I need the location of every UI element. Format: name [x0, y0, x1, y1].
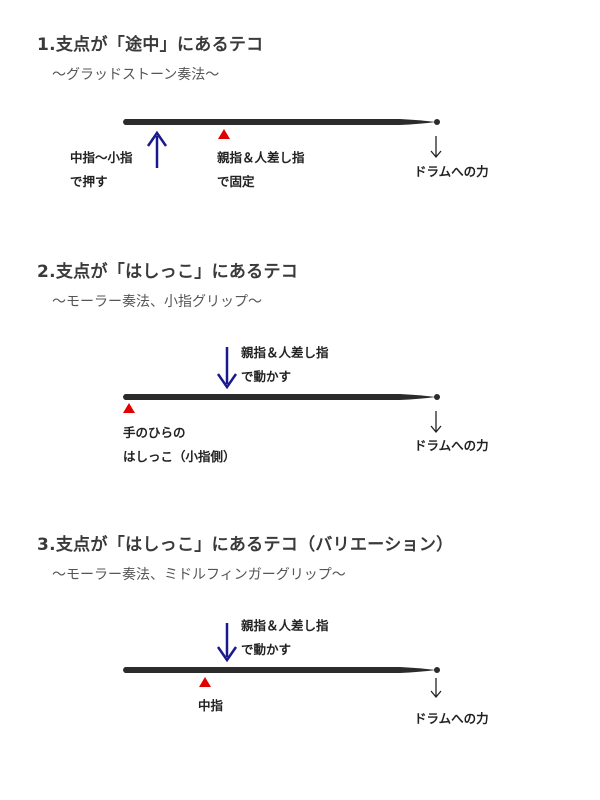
fulcrum-label-line-1: 中指 — [198, 698, 224, 713]
fulcrum-label: 手のひらの はしっこ（小指側） — [123, 421, 236, 469]
fulcrum-label-line-1: 親指＆人差し指 — [217, 150, 305, 165]
drumstick — [123, 119, 440, 125]
fulcrum-label-line-2: はしっこ（小指側） — [123, 449, 236, 464]
effort-label-line-1: 中指～小指 — [70, 150, 133, 165]
load-label: ドラムへの力 — [414, 164, 489, 179]
fulcrum-label-line-1: 手のひらの — [123, 425, 186, 440]
section-3-title: 3.支点が「はしっこ」にあるテコ（バリエーション） — [37, 535, 454, 555]
effort-label-line-1: 親指＆人差し指 — [241, 345, 329, 360]
lever-section-2: 2.支点が「はしっこ」にあるテコ ～モーラー奏法、小指グリップ～ 親指＆人差し指… — [0, 257, 600, 517]
load-label: ドラムへの力 — [414, 438, 489, 453]
load-arrow-down-icon — [430, 411, 442, 434]
lever-section-1: 1.支点が「途中」にあるテコ ～グラッドストーン奏法～ 中指～小指 で押す 親指… — [0, 30, 600, 290]
effort-label-line-2: で動かす — [241, 369, 292, 384]
drumstick — [123, 667, 440, 673]
effort-label-line-1: 親指＆人差し指 — [241, 618, 329, 633]
lever-section-3: 3.支点が「はしっこ」にあるテコ（バリエーション） ～モーラー奏法、ミドルフィン… — [0, 530, 600, 790]
section-2-title: 2.支点が「はしっこ」にあるテコ — [37, 262, 299, 282]
section-1-subtitle: ～グラッドストーン奏法～ — [52, 67, 220, 83]
effort-label: 親指＆人差し指 で動かす — [241, 614, 329, 662]
drumstick — [123, 394, 440, 400]
effort-label-line-2: で動かす — [241, 642, 292, 657]
lever-diagram-3 — [123, 623, 442, 699]
fulcrum-label: 親指＆人差し指 で固定 — [217, 146, 305, 194]
fulcrum-triangle-icon — [199, 677, 211, 687]
section-2-subtitle: ～モーラー奏法、小指グリップ～ — [52, 294, 262, 310]
effort-arrow-up-icon — [146, 130, 168, 168]
effort-label: 中指～小指 で押す — [70, 146, 133, 194]
effort-label: 親指＆人差し指 で動かす — [241, 341, 329, 389]
section-3-subtitle: ～モーラー奏法、ミドルフィンガーグリップ～ — [52, 567, 346, 583]
fulcrum-label-line-2: で固定 — [217, 174, 255, 189]
fulcrum-label: 中指 — [198, 694, 223, 718]
section-1-title: 1.支点が「途中」にあるテコ — [37, 35, 264, 55]
load-arrow-down-icon — [430, 678, 442, 699]
load-label: ドラムへの力 — [414, 711, 489, 726]
load-arrow-down-icon — [430, 136, 442, 159]
effort-arrow-down-icon — [216, 623, 238, 663]
fulcrum-triangle-icon — [123, 403, 135, 413]
fulcrum-triangle-icon — [218, 129, 230, 139]
lever-diagram-2 — [123, 347, 442, 434]
effort-label-line-2: で押す — [70, 174, 108, 189]
effort-arrow-down-icon — [216, 347, 238, 390]
lever-diagram-1 — [123, 119, 442, 168]
